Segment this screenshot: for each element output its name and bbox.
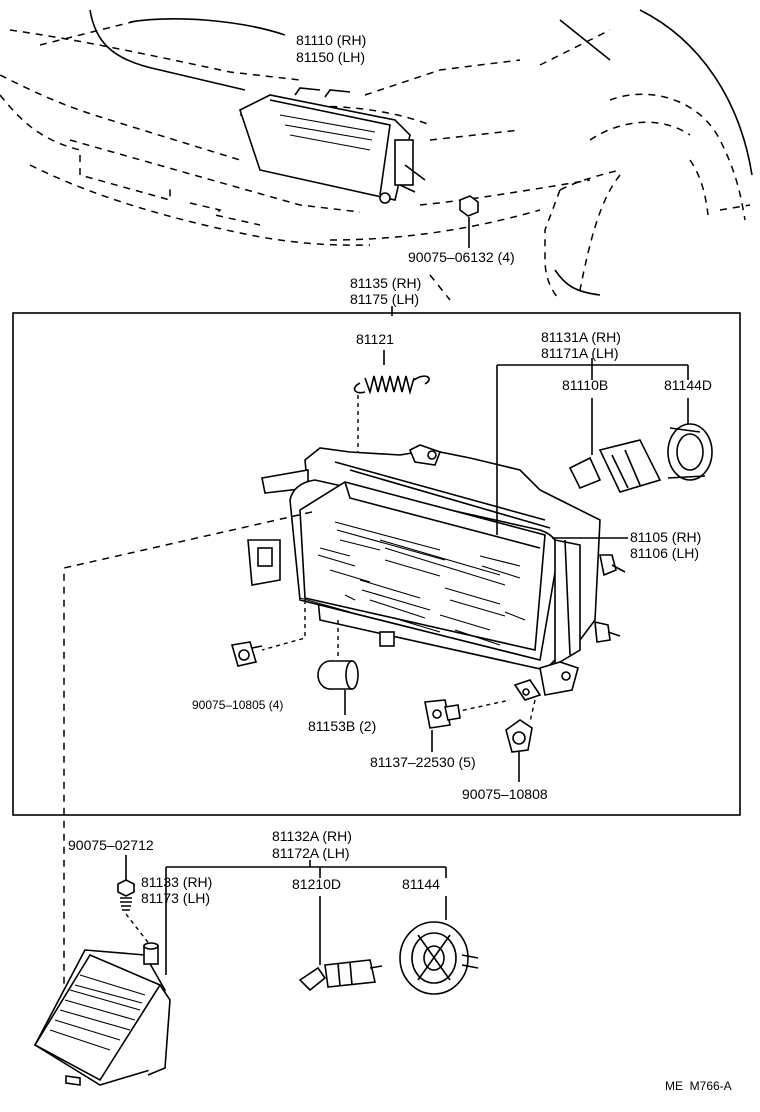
- side-bulb-81210D: [298, 896, 383, 992]
- label-81132A-rh: 81132A (RH): [272, 828, 352, 844]
- main-headlamp-assembly: [247, 444, 626, 701]
- label-81144: 81144: [402, 876, 440, 892]
- installed-headlamp: [239, 87, 426, 204]
- label-81137-22530: 81137–22530 (5): [370, 754, 476, 770]
- label-81131A-rh: 81131A (RH): [541, 329, 621, 345]
- label-81105-rh: 81105 (RH): [630, 529, 701, 545]
- side-marker-lamp: [33, 942, 171, 1086]
- label-81210D: 81210D: [292, 876, 341, 892]
- guide-line: [63, 511, 313, 985]
- label-81172A-lh: 81172A (LH): [272, 845, 350, 861]
- part-labels: 81110 (RH) 81150 (LH) 90075–06132 (4) 81…: [68, 32, 732, 1093]
- assembly-box: [12, 312, 741, 816]
- side-group-leader: [165, 860, 447, 975]
- side-socket-81144: [399, 896, 479, 995]
- label-81150-lh: 81150 (LH): [296, 49, 365, 65]
- label-90075-02712: 90075–02712: [68, 837, 154, 853]
- label-81110B: 81110B: [562, 377, 608, 393]
- nut-90075-10808: [505, 699, 536, 782]
- label-81144D: 81144D: [664, 377, 712, 393]
- label-81173-lh: 81173 (LH): [141, 890, 210, 906]
- label-81133-rh: 81133 (RH): [141, 874, 212, 890]
- label-90075-06132: 90075–06132 (4): [408, 249, 515, 265]
- label-90075-10805: 90075–10805 (4): [192, 698, 283, 712]
- screw-90075-02712: [117, 855, 151, 946]
- lens-pattern: [317, 521, 526, 646]
- label-81121: 81121: [356, 331, 394, 347]
- spring-81121: [353, 350, 430, 455]
- car-body-outline: [0, 9, 753, 301]
- label-81171A-lh: 81171A (LH): [541, 345, 619, 361]
- bracket-81137: [424, 699, 511, 752]
- label-81106-lh: 81106 (LH): [630, 545, 699, 561]
- label-81135-rh: 81135 (RH): [350, 275, 421, 291]
- label-81175-lh: 81175 (LH): [350, 291, 419, 307]
- grommet-81153B: [317, 620, 359, 715]
- figure-code: ME M766-A: [665, 1079, 732, 1093]
- cover-81144D: [667, 398, 713, 481]
- bulb-81110B: [568, 398, 662, 493]
- clip-90075-10805: [230, 600, 306, 667]
- label-90075-10808: 90075–10808: [462, 786, 548, 802]
- label-81110-rh: 81110 (RH): [296, 32, 366, 48]
- bulb-group-leader: [496, 358, 689, 535]
- label-81153B: 81153B (2): [308, 718, 376, 734]
- nut-90075-06132: [459, 195, 479, 248]
